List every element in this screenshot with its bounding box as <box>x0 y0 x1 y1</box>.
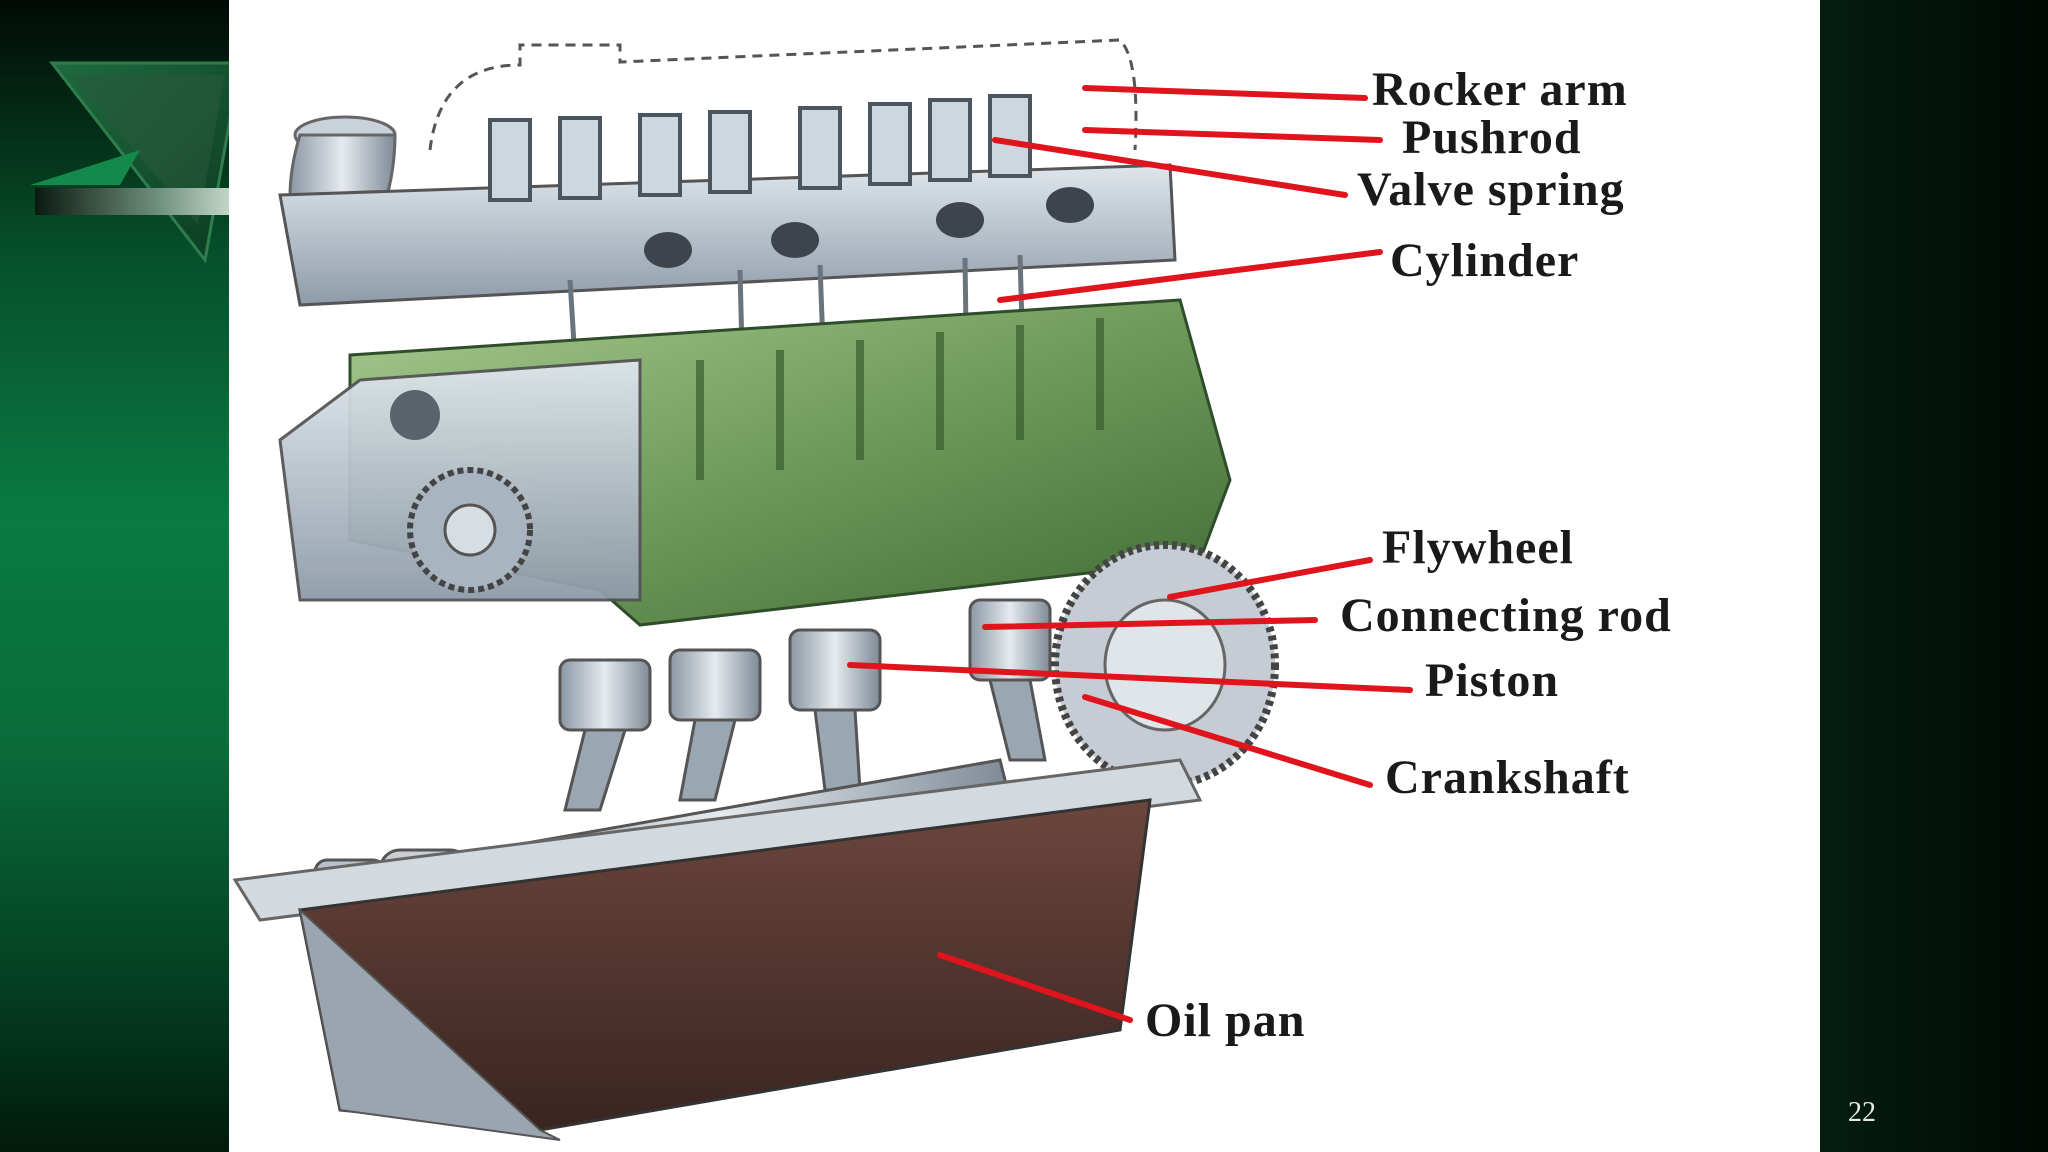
connecting-rods <box>563 678 1047 812</box>
engine-block <box>278 298 1232 627</box>
leader-pushrod <box>1082 127 1383 143</box>
label-connecting-rod: Connecting rod <box>1340 589 1672 642</box>
leader-crankshaft <box>1082 694 1373 788</box>
leader-connecting-rod <box>982 617 1318 630</box>
leader-piston <box>847 662 1413 693</box>
leader-flywheel <box>1167 557 1373 600</box>
label-valve-spring: Valve spring <box>1357 163 1625 216</box>
triangle-logo-icon <box>30 61 240 264</box>
oil-pan <box>232 758 1203 1141</box>
label-oil-pan: Oil pan <box>1145 994 1306 1047</box>
cylinder-head <box>278 94 1177 361</box>
slide-number: 22 <box>1848 1097 1876 1128</box>
label-rocker-arm: Rocker arm <box>1372 63 1628 116</box>
rocker-cover-outline <box>428 38 1138 151</box>
valve-springs <box>488 94 1032 202</box>
label-cylinder: Cylinder <box>1390 234 1580 287</box>
label-pushrod: Pushrod <box>1402 111 1582 164</box>
label-crankshaft: Crankshaft <box>1385 751 1630 804</box>
right-decorative-band <box>1820 0 2048 1152</box>
manifold-ports <box>644 187 1094 268</box>
leader-cylinder <box>997 249 1383 303</box>
leader-valve-spring <box>992 137 1348 198</box>
label-piston: Piston <box>1425 654 1560 707</box>
label-flywheel: Flywheel <box>1382 521 1574 574</box>
leader-rocker-arm <box>1082 85 1368 101</box>
flywheel <box>1051 541 1279 789</box>
leader-oil-pan <box>937 952 1133 1023</box>
leader-lines <box>847 85 1413 1023</box>
